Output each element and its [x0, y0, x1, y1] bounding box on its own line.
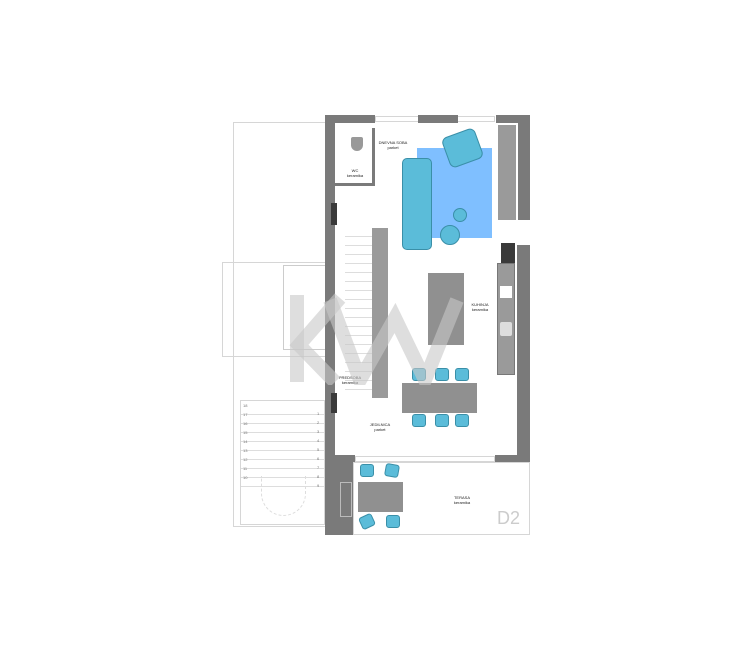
stairs — [345, 228, 375, 398]
wardrobe — [498, 125, 516, 220]
dining-chair — [455, 368, 469, 381]
stair-number: 15 — [243, 430, 248, 435]
sofa — [402, 158, 432, 250]
stair-number: 11 — [243, 466, 248, 471]
terrace-wall — [325, 462, 353, 535]
wall-bottom-left — [335, 455, 355, 462]
wall-top-right — [496, 115, 530, 123]
stair-number: 18 — [243, 403, 248, 408]
wall-right-lower — [517, 245, 530, 462]
stair-number: 1 — [317, 411, 320, 416]
kitchen-counter — [497, 263, 515, 375]
terrace-bench — [340, 482, 352, 517]
cooktop-icon — [500, 322, 512, 336]
wall-bottom-right — [495, 455, 530, 462]
stair-number: 14 — [243, 439, 248, 444]
stair-number: 3 — [317, 429, 320, 434]
fridge — [501, 243, 515, 263]
stair-number: 4 — [317, 438, 320, 443]
dining-chair — [412, 414, 426, 427]
neighbor-elevator — [283, 265, 328, 350]
stair-step — [241, 450, 324, 451]
side-table — [453, 208, 467, 222]
wall-right-upper — [518, 115, 530, 220]
unit-label: D2 — [497, 508, 521, 528]
stair-step — [241, 441, 324, 442]
stair-step — [241, 432, 324, 433]
dining-table — [402, 383, 477, 413]
kitchen-island — [428, 273, 464, 345]
coffee-table — [440, 225, 460, 245]
stair-number: 10 — [243, 475, 248, 480]
terrace — [353, 462, 530, 535]
dining-chair — [435, 368, 449, 381]
dining-chair — [412, 368, 426, 381]
sink-icon — [500, 286, 512, 298]
wc-room — [335, 128, 375, 186]
stair-step — [241, 468, 324, 469]
electrical-panel — [331, 203, 337, 225]
stair-number: 16 — [243, 421, 248, 426]
wall-top-left — [325, 115, 375, 123]
terrace-table — [358, 482, 403, 512]
stair-number: 2 — [317, 420, 320, 425]
dining-chair — [455, 414, 469, 427]
stair-number: 6 — [317, 456, 320, 461]
stair-number: 9 — [317, 483, 320, 488]
electrical-panel-2 — [331, 393, 337, 413]
stair-number: 13 — [243, 448, 248, 453]
stair-number: 17 — [243, 412, 248, 417]
stair-landing — [261, 476, 306, 516]
neighbor-stairs — [240, 400, 325, 525]
terrace-chair — [383, 462, 401, 479]
stair-step — [241, 414, 324, 415]
stair-number: 12 — [243, 457, 248, 462]
wall-top-mid — [418, 115, 458, 123]
stair-number: 7 — [317, 465, 320, 470]
window-bottom — [355, 456, 495, 462]
terrace-chair — [386, 515, 400, 528]
stair-step — [241, 423, 324, 424]
stair-number: 8 — [317, 474, 320, 479]
stair-step — [241, 459, 324, 460]
stair-wall — [372, 228, 388, 398]
terrace-chair — [360, 464, 374, 477]
dining-chair — [435, 414, 449, 427]
toilet-icon — [351, 137, 363, 151]
stair-number: 5 — [317, 447, 320, 452]
